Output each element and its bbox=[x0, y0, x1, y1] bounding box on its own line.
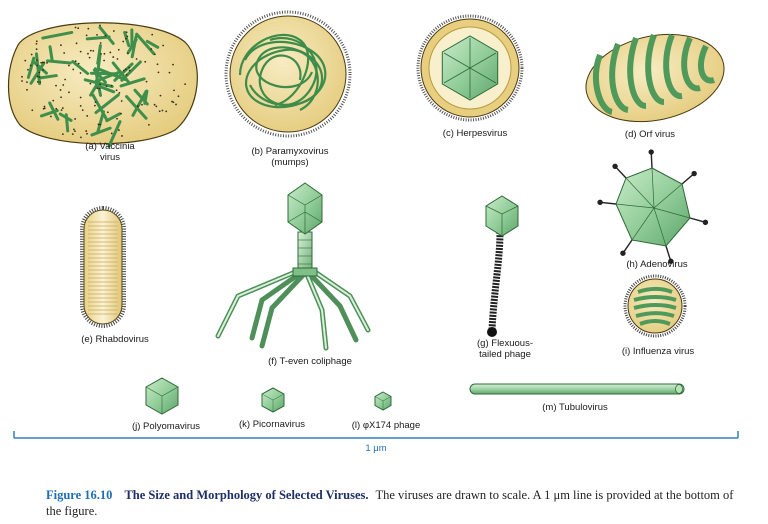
label-paramyxovirus: (b) Paramyxovirus(mumps) bbox=[251, 146, 329, 168]
herpesvirus-drawing bbox=[416, 14, 524, 122]
rhabdovirus-drawing bbox=[80, 206, 126, 328]
virus-morphology-figure bbox=[7, 10, 739, 439]
polyomavirus-drawing bbox=[145, 377, 179, 415]
label-adenovirus: (h) Adenovirus bbox=[626, 259, 688, 270]
influenza-virus-drawing bbox=[623, 274, 687, 338]
orf-virus-drawing bbox=[585, 33, 725, 123]
label-t-even-coliphage: (f) T-even coliphage bbox=[268, 356, 352, 367]
picornavirus-drawing bbox=[261, 387, 285, 413]
phix174-phage-drawing bbox=[374, 391, 392, 411]
tubulovirus-drawing bbox=[469, 383, 685, 395]
label-polyomavirus: (j) Polyomavirus bbox=[131, 421, 201, 432]
label-phix174-phage: (l) φX174 phage bbox=[351, 420, 421, 431]
adenovirus-drawing bbox=[597, 149, 709, 264]
caption-text: The viruses are drawn to scale. A 1 μm l… bbox=[46, 488, 734, 518]
one-micrometer-scale-bar bbox=[13, 431, 739, 439]
caption-title: The Size and Morphology of Selected Viru… bbox=[124, 488, 369, 502]
label-tubulovirus: (m) Tubulovirus bbox=[542, 402, 608, 413]
label-picornavirus: (k) Picornavirus bbox=[239, 419, 305, 430]
label-orf-virus: (d) Orf virus bbox=[624, 129, 676, 140]
label-herpesvirus: (c) Herpesvirus bbox=[442, 128, 508, 139]
vaccinia-virus-drawing bbox=[7, 22, 198, 148]
label-flexuous-tailed-phage: (g) Flexuous-tailed phage bbox=[477, 338, 533, 360]
paramyxovirus-drawing bbox=[224, 10, 352, 138]
label-influenza-virus: (i) Influenza virus bbox=[621, 346, 695, 357]
label-rhabdovirus: (e) Rhabdovirus bbox=[81, 334, 149, 345]
caption-figure-number: Figure 16.10 bbox=[46, 488, 113, 502]
t-even-coliphage-drawing bbox=[215, 182, 371, 351]
figure-caption: Figure 16.10 The Size and Morphology of S… bbox=[46, 487, 746, 519]
scale-bar-label: 1 μm bbox=[365, 443, 387, 454]
flexuous-tailed-phage-drawing bbox=[485, 195, 519, 337]
